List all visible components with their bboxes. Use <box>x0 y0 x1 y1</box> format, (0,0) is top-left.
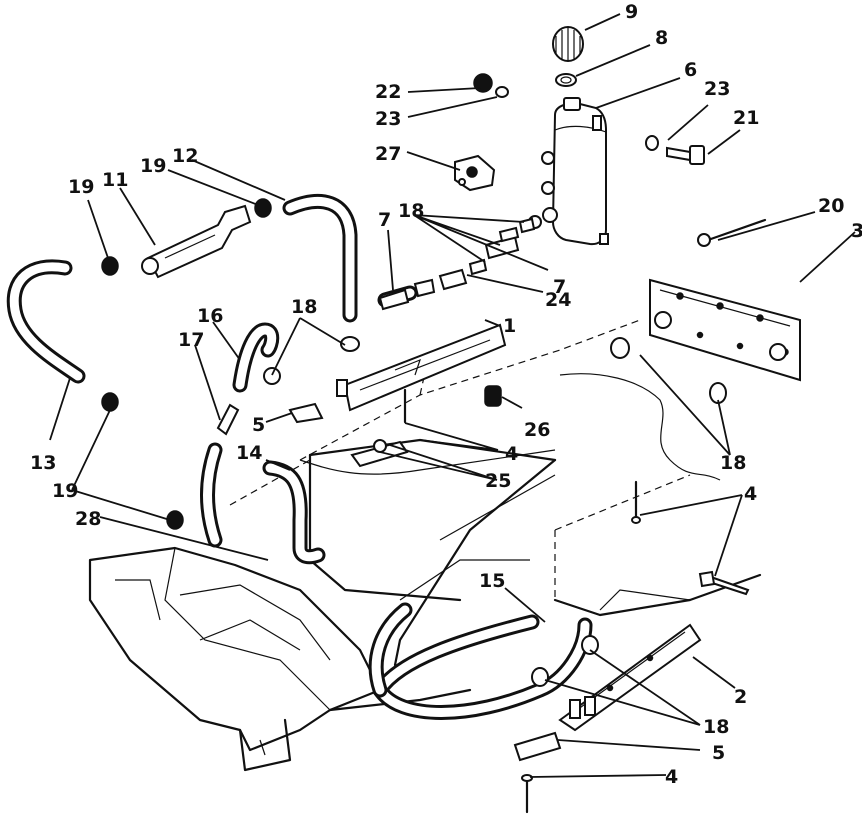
callout-4-right: 4 <box>744 483 757 505</box>
callout-8: 8 <box>655 27 668 49</box>
bolts-4-5-20-25-26 <box>216 218 767 814</box>
leader-lines <box>49 13 856 778</box>
callout-5-upper: 5 <box>252 414 265 436</box>
callout-18-right: 18 <box>720 452 746 474</box>
callout-4-upper: 4 <box>505 443 518 465</box>
callout-7-lower: 7 <box>553 276 566 298</box>
callout-25: 25 <box>485 470 511 492</box>
callout-12: 12 <box>172 145 198 167</box>
thermostat-housing-11 <box>141 204 252 279</box>
callout-10-middle: 18 <box>291 296 317 318</box>
callout-15: 15 <box>479 570 505 592</box>
callout-labels: 9 8 6 22 23 23 21 27 12 19 11 19 18 7 7 … <box>30 1 862 788</box>
callout-23-left: 23 <box>375 108 401 130</box>
callout-19-top: 19 <box>140 155 166 177</box>
heat-exchanger-1 <box>336 323 507 412</box>
callout-27: 27 <box>375 143 401 165</box>
callout-14: 14 <box>236 442 262 464</box>
callout-6: 6 <box>684 59 697 81</box>
callout-13: 13 <box>30 452 56 474</box>
callout-21: 21 <box>733 107 759 129</box>
clamps-19-18 <box>101 198 727 687</box>
callout-26: 26 <box>524 419 550 441</box>
heat-exchanger-3 <box>649 278 801 382</box>
callout-10-upper: 18 <box>398 200 424 222</box>
callout-5-lower: 5 <box>712 742 725 764</box>
callout-28: 28 <box>75 508 101 530</box>
gasket-8 <box>555 73 577 87</box>
bracket-27 <box>454 154 496 192</box>
callout-22: 22 <box>375 81 401 103</box>
callout-7-upper: 7 <box>378 209 391 231</box>
callout-19-bottom: 19 <box>52 480 78 502</box>
callout-24: 24 <box>545 289 571 311</box>
callout-17: 17 <box>178 329 204 351</box>
callout-3: 3 <box>851 220 862 242</box>
callout-1: 1 <box>503 315 516 337</box>
coolant-tank-6 <box>528 97 609 246</box>
callout-16: 16 <box>197 305 223 327</box>
hoses <box>6 193 593 720</box>
cap-9 <box>552 26 584 62</box>
callout-18-bottom: 18 <box>703 716 729 738</box>
callout-23-right: 23 <box>704 78 730 100</box>
callout-2: 2 <box>734 686 747 708</box>
callout-19-left: 19 <box>68 176 94 198</box>
callout-9: 9 <box>625 1 638 23</box>
nut-22 <box>473 73 509 98</box>
bolt-21-washer-23 <box>645 135 705 165</box>
callout-11: 11 <box>102 169 128 191</box>
chassis-outline <box>88 319 762 772</box>
callout-4-bottom: 4 <box>665 766 678 788</box>
callout-20: 20 <box>818 195 844 217</box>
